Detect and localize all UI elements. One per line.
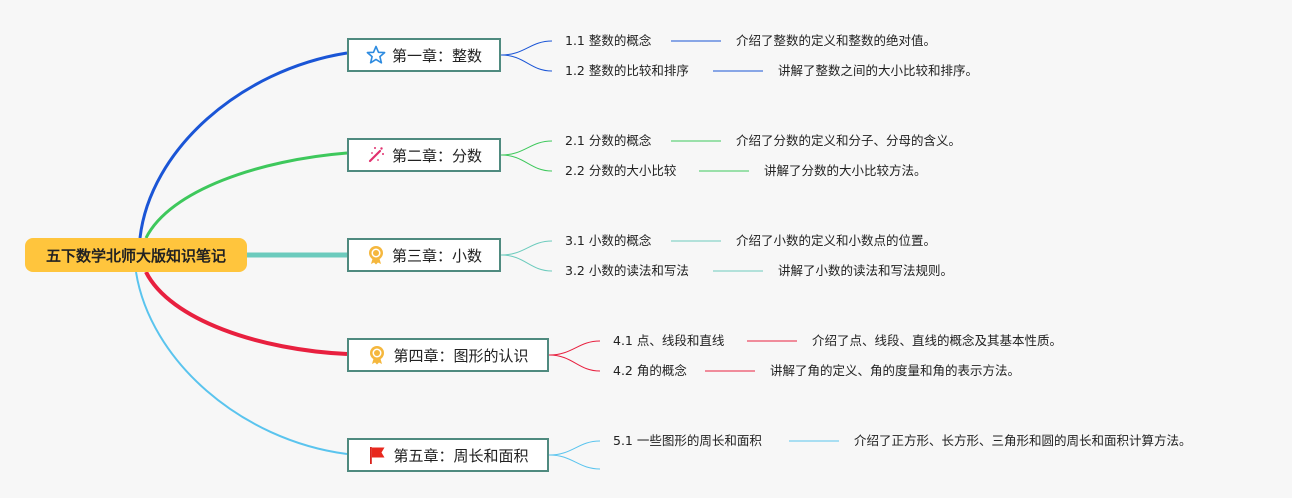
root-label: 五下数学北师大版知识笔记	[45, 246, 226, 265]
topic-4-2[interactable]: 4.2 角的概念	[613, 363, 687, 378]
topic-3-1[interactable]: 3.1 小数的概念	[565, 233, 652, 248]
branch-ch3-t2	[500, 254, 553, 272]
chapter-label: 第四章：图形的认识	[393, 346, 529, 365]
chapter-node-4[interactable]: 第四章：图形的认识	[347, 338, 549, 372]
magic-wand-icon	[366, 145, 386, 165]
chapter-label: 第三章：小数	[391, 246, 482, 265]
topic-4-1[interactable]: 4.1 点、线段和直线	[613, 333, 725, 348]
root-link-ch1	[138, 51, 348, 239]
desc-3-2: 讲解了小数的读法和写法规则。	[778, 263, 954, 278]
chapter-node-5[interactable]: 第五章：周长和面积	[347, 438, 549, 472]
topic-1-2[interactable]: 1.2 整数的比较和排序	[565, 63, 689, 78]
desc-3-1: 介绍了小数的定义和小数点的位置。	[736, 233, 937, 248]
desc-4-2: 讲解了角的定义、角的度量和角的表示方法。	[770, 363, 1021, 378]
topic-2-1[interactable]: 2.1 分数的概念	[565, 133, 652, 148]
branch-ch5-t1	[548, 440, 601, 456]
chapter-node-3[interactable]: 第三章：小数	[347, 238, 501, 272]
desc-5-1: 介绍了正方形、长方形、三角形和圆的周长和面积计算方法。	[854, 433, 1192, 448]
star-icon	[366, 45, 386, 65]
branch-ch2-t1	[500, 140, 553, 156]
desc-2-1: 介绍了分数的定义和分子、分母的含义。	[736, 133, 962, 148]
topic-1-1[interactable]: 1.1 整数的概念	[565, 33, 652, 48]
chapter-node-1[interactable]: 第一章：整数	[347, 38, 501, 72]
desc-1-2: 讲解了整数之间的大小比较和排序。	[778, 63, 979, 78]
root-link-ch4	[144, 271, 348, 356]
branch-ch3-t1	[500, 240, 553, 256]
award-medal-icon	[367, 345, 387, 365]
chapter-label: 第五章：周长和面积	[393, 446, 529, 465]
chapter-node-2[interactable]: 第二章：分数	[347, 138, 501, 172]
branch-ch1-t2	[500, 54, 553, 72]
branch-ch1-t1	[500, 40, 553, 56]
branch-ch4-t2	[548, 354, 601, 372]
topic-3-2[interactable]: 3.2 小数的读法和写法	[565, 263, 689, 278]
topic-2-2[interactable]: 2.2 分数的大小比较	[565, 163, 677, 178]
desc-1-1: 介绍了整数的定义和整数的绝对值。	[736, 33, 937, 48]
award-medal-icon	[366, 245, 386, 265]
branch-ch2-t2	[500, 154, 553, 172]
branch-ch5-t2	[548, 454, 601, 470]
desc-2-2: 讲解了分数的大小比较方法。	[764, 163, 927, 178]
root-node[interactable]: 五下数学北师大版知识笔记	[25, 238, 247, 272]
desc-4-1: 介绍了点、线段、直线的概念及其基本性质。	[812, 333, 1063, 348]
branch-ch4-t1	[548, 340, 601, 356]
chapter-label: 第一章：整数	[391, 46, 482, 65]
chapter-label: 第二章：分数	[391, 146, 482, 165]
topic-5-1[interactable]: 5.1 一些图形的周长和面积	[613, 433, 762, 448]
root-link-ch2	[144, 151, 348, 239]
red-flag-icon	[367, 445, 387, 465]
root-link-ch5	[135, 271, 348, 455]
